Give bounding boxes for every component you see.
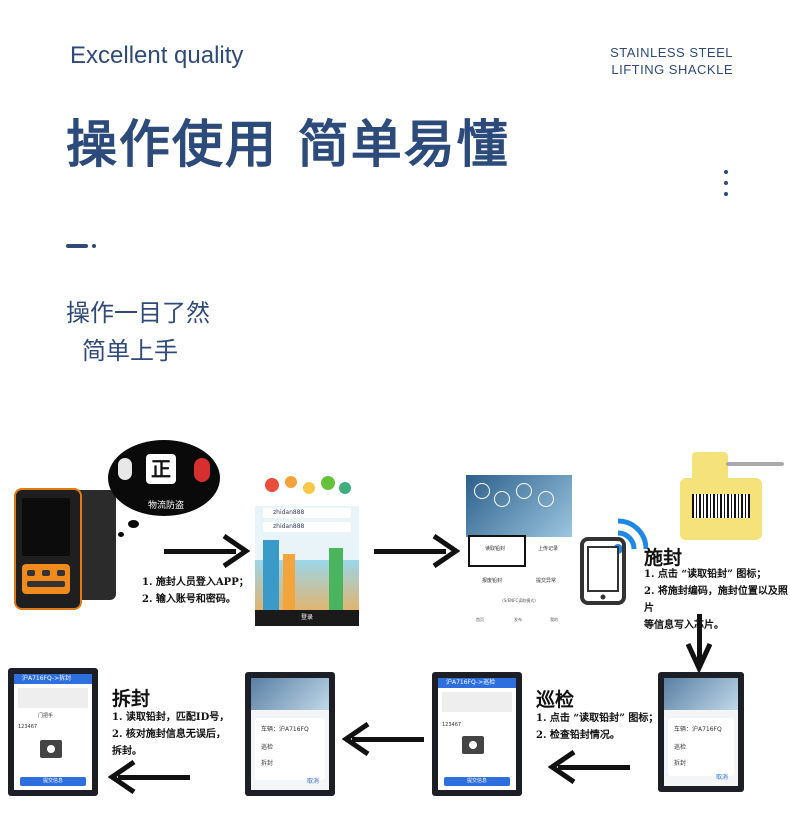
note-line: 1. 点击 “读取铅封” 图标； <box>536 713 659 724</box>
note-line: 拆封。 <box>112 746 142 757</box>
nav-home[interactable]: 首页 <box>476 617 484 622</box>
read-seal-button[interactable]: 读取铅封 <box>484 546 505 552</box>
handheld-device-image <box>12 484 120 610</box>
camera-icon[interactable] <box>462 736 484 754</box>
remove-dialog-screen: 车辆：沪A716FQ 巡检 拆封 取消 <box>245 672 335 796</box>
tagline-line2: LIFTING SHACKLE <box>611 62 733 77</box>
thought-bubble: 正 物流防盗 <box>108 440 220 520</box>
thought-bubble-dot <box>118 532 124 537</box>
note-line: 1. 点击 “读取铅封” 图标； <box>644 569 767 580</box>
arrow-down <box>686 614 712 672</box>
login-screen: zhidan888 zhidan888 登录 <box>255 470 359 626</box>
nav-mine[interactable]: 我的 <box>550 617 558 622</box>
inspect-form-screen: 沪A716FQ->巡检 123467 提交信息 <box>432 672 522 796</box>
subtitle-line2: 简单上手 <box>82 337 178 365</box>
submit-button[interactable]: 提交信息 <box>20 777 86 786</box>
thought-bubble-dot <box>128 520 139 528</box>
camera-icon[interactable] <box>40 740 62 758</box>
inspect-note: 1. 点击 “读取铅封” 图标； 2. 检查铅封情况。 <box>536 710 658 744</box>
chinese-title: 操作使用 简单易懂 <box>66 116 510 175</box>
seal-note: 1. 点击 “读取铅封” 图标； 2. 将施封编码，施封位置以及照片 等信息写入… <box>644 566 790 634</box>
logo-mark: 正 <box>146 454 176 484</box>
seal-step-title: 施封 <box>644 547 683 569</box>
remove-note: 1. 读取铅封，匹配ID号， 2. 核对施封信息无误后， 拆封。 <box>112 709 229 760</box>
field-value: 123467 <box>442 722 462 728</box>
upload-record-button[interactable]: 上传记录 <box>537 546 558 552</box>
seal-tag-image <box>676 452 784 542</box>
inspect-step-title: 巡检 <box>536 689 575 711</box>
tagline-line1: STAINLESS STEEL <box>610 45 733 60</box>
login-button[interactable]: 登录 <box>255 610 359 626</box>
subtitle-line1: 操作一目了然 <box>66 299 210 327</box>
screen-header: 沪A716FQ->拆封 <box>14 674 92 684</box>
nav-publish[interactable]: 发布 <box>514 617 522 622</box>
option-remove[interactable]: 拆封 <box>261 760 274 767</box>
cancel-link[interactable]: 取消 <box>306 778 319 785</box>
password-field[interactable]: zhidan888 <box>263 522 351 532</box>
note-line: 2. 核对施封信息无误后， <box>112 729 226 740</box>
app-main-screen: 读取铅封 上传记录 报废铅封 提交异常 (S/ENFC读取模式) 首页 发布 我… <box>466 475 572 627</box>
remove-step-title: 拆封 <box>112 688 151 710</box>
bubble-label: 物流防盗 <box>147 501 184 511</box>
english-title: Excellent quality <box>70 42 244 69</box>
login-note: 1. 施封人员登入APP； 2. 输入账号和密码。 <box>142 574 249 608</box>
note-line: 等信息写入芯片。 <box>644 620 724 631</box>
submit-exception-label: 提交异常 <box>535 578 556 584</box>
cancel-link[interactable]: 取消 <box>715 774 728 781</box>
note-line: 2. 输入账号和密码。 <box>142 594 236 605</box>
option-inspect[interactable]: 巡检 <box>261 744 274 751</box>
note-line: 1. 施封人员登入APP； <box>142 577 249 588</box>
arrow-left <box>548 750 632 784</box>
plate-label: 车辆：沪A716FQ <box>674 726 722 733</box>
option-remove[interactable]: 拆封 <box>674 760 687 767</box>
note-line: 1. 读取铅封，匹配ID号， <box>112 712 230 723</box>
door-field: 门把手 <box>38 713 54 719</box>
scrap-seal-label: 报废铅封 <box>481 578 502 584</box>
note-line: 2. 将施封编码，施封位置以及照片 <box>644 586 788 614</box>
arrow-right <box>374 534 460 568</box>
screen-header: 沪A716FQ->巡检 <box>438 678 516 688</box>
username-field[interactable]: zhidan888 <box>263 508 351 518</box>
field-value: 123467 <box>18 724 38 730</box>
arrow-right <box>164 534 250 568</box>
inspect-dialog-screen: 车辆：沪A716FQ 巡检 拆封 取消 <box>658 672 744 792</box>
plate-label: 车辆：沪A716FQ <box>261 726 309 733</box>
dash-decoration <box>66 235 96 254</box>
submit-button[interactable]: 提交信息 <box>444 777 510 786</box>
vertical-dots-decoration <box>724 170 730 203</box>
arrow-left <box>108 760 192 794</box>
remove-form-screen: 沪A716FQ->拆封 门把手 123467 提交信息 <box>8 668 98 796</box>
note-line: 2. 检查铅封情况。 <box>536 730 620 741</box>
option-inspect[interactable]: 巡检 <box>674 744 687 751</box>
arrow-left <box>342 722 426 756</box>
nfc-phone-icon <box>578 515 649 607</box>
nfc-mode-label: (S/ENFC读取模式) <box>502 598 536 603</box>
